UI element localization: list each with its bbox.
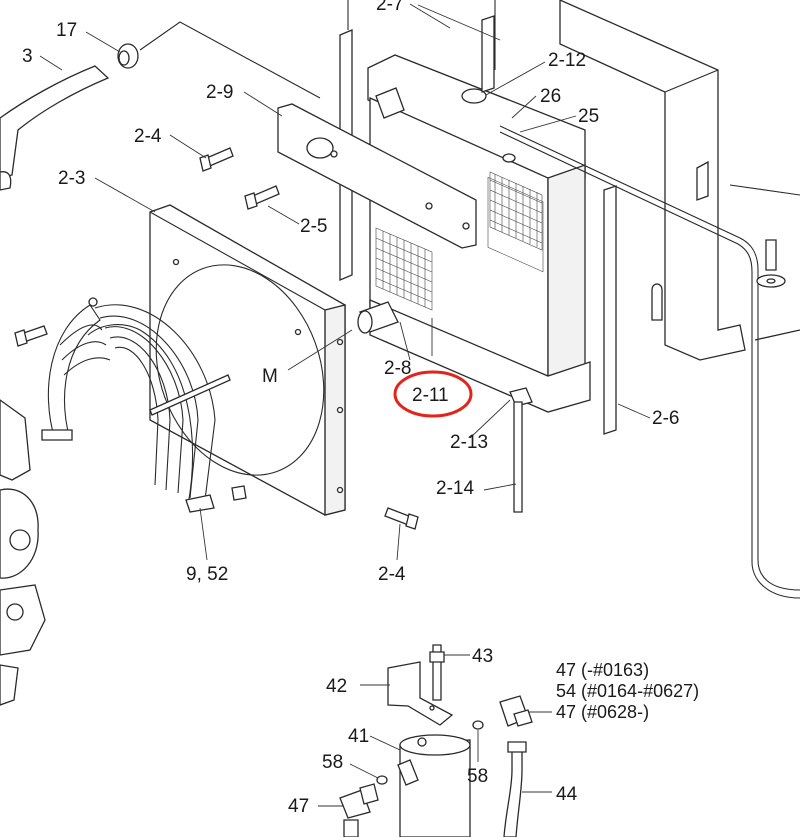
grille-left [375, 227, 433, 311]
bolt-43 [429, 644, 445, 701]
fan-guard-9-52 [41, 297, 247, 513]
bracket-2-6 [603, 185, 617, 435]
label-2-7: 2-7 [376, 0, 403, 15]
elbow-47-upper [499, 695, 533, 727]
frame-lines [139, 0, 800, 196]
bolt-2-4-bot [384, 507, 419, 530]
engine-left [0, 399, 46, 706]
label-41: 41 [348, 726, 369, 747]
label-9-52: 9, 52 [186, 564, 228, 585]
label-17: 17 [56, 20, 77, 41]
label-2-11: 2-11 [412, 385, 449, 406]
label-43: 43 [472, 646, 493, 667]
label-2-4-bottom: 2-4 [378, 564, 406, 585]
label-2-8: 2-8 [384, 358, 411, 379]
label-m: M [262, 366, 278, 387]
rear-housing [559, 0, 800, 361]
label-2-13: 2-13 [450, 432, 488, 453]
bolt-left [14, 325, 48, 347]
label-44: 44 [556, 784, 578, 805]
label-2-4-top: 2-4 [134, 126, 162, 147]
label-3: 3 [22, 46, 33, 67]
label-47-b: 47 (#0628-) [556, 702, 649, 722]
label-2-6: 2-6 [652, 408, 679, 429]
elbow-47-lower [339, 783, 379, 837]
clamp-17 [117, 43, 139, 69]
filter-41 [397, 734, 471, 837]
pipe-25 [499, 125, 800, 599]
hose-44 [503, 741, 527, 837]
oring-58-left [376, 775, 388, 785]
label-25: 25 [578, 106, 599, 127]
label-47-c: 47 [288, 796, 309, 817]
shroud-2-3 [149, 204, 346, 516]
label-58-b: 58 [467, 766, 488, 787]
label-2-3: 2-3 [58, 168, 85, 189]
grille-right [489, 171, 543, 251]
label-2-9: 2-9 [206, 82, 233, 103]
oring-58-right [472, 720, 484, 730]
label-2-14: 2-14 [436, 478, 474, 499]
bolt-2-5 [244, 185, 280, 210]
leader-lines [39, 3, 651, 807]
bolt-2-4-top [199, 147, 234, 172]
hose-2-8 [357, 301, 399, 334]
label-42: 42 [326, 676, 347, 697]
label-47-a: 47 (-#0163) [556, 660, 649, 680]
label-26: 26 [540, 86, 561, 107]
bracket-2-7b [481, 15, 495, 93]
label-54: 54 (#0164-#0627) [556, 681, 699, 701]
highlight-circle [393, 370, 473, 418]
bolt-right [756, 239, 786, 288]
bracket-42 [387, 661, 454, 726]
bar-2-9 [277, 103, 477, 249]
label-2-12: 2-12 [548, 50, 586, 71]
hose-3 [0, 65, 110, 191]
tube-2-14 [513, 401, 523, 513]
label-2-5: 2-5 [300, 216, 327, 237]
label-58-a: 58 [322, 752, 343, 773]
